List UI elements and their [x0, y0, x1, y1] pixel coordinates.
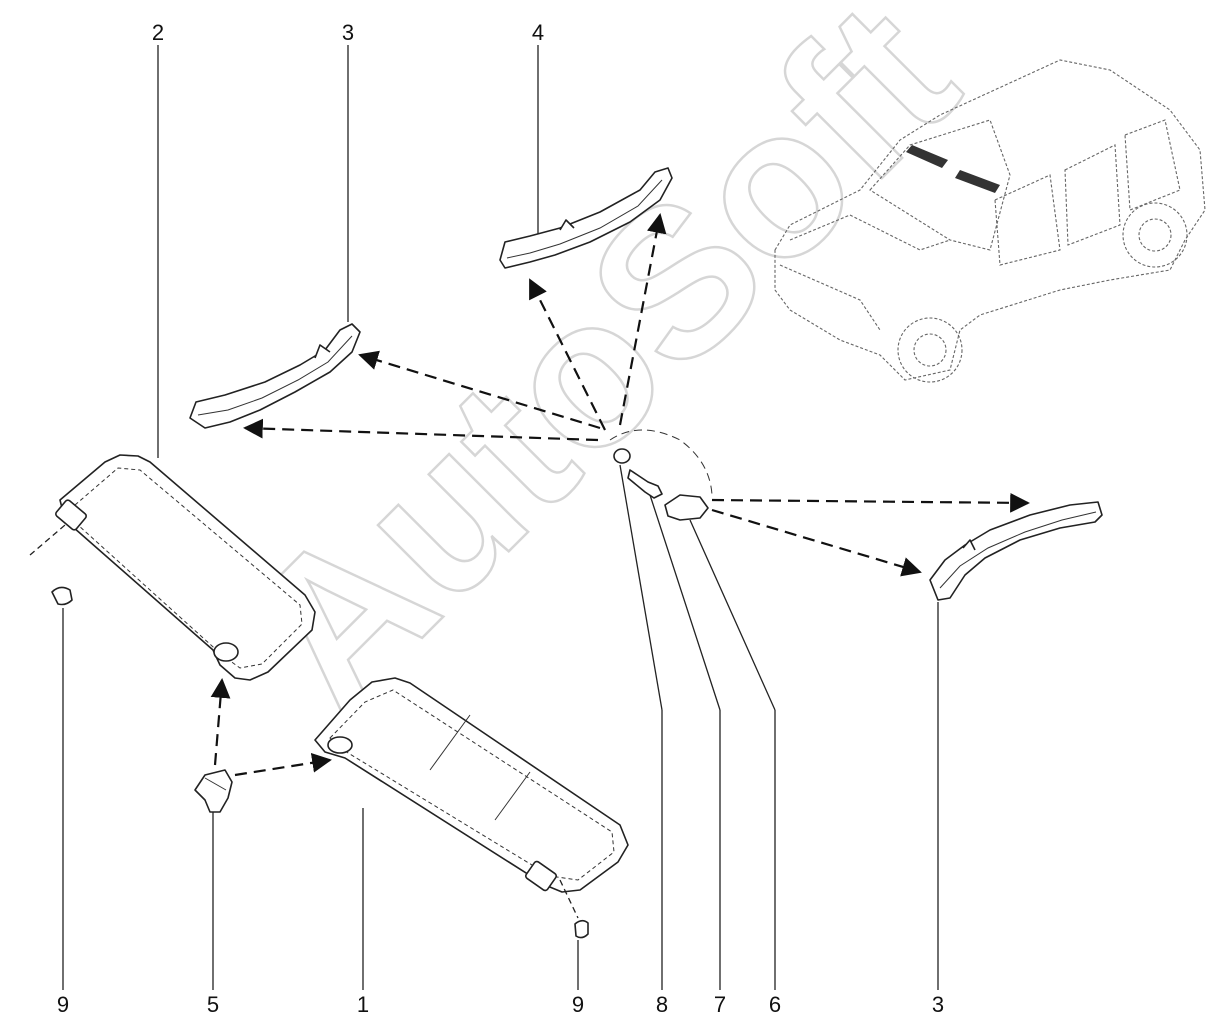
grab-handle-3-left	[189, 323, 361, 429]
screw-7	[627, 469, 663, 499]
grab-handle-3-right	[929, 501, 1103, 601]
screw-9-right	[574, 919, 589, 939]
callout-3-top: 3	[342, 20, 354, 45]
callout-2: 2	[152, 20, 164, 45]
grab-handle-4	[499, 167, 673, 269]
callout-3-bottom: 3	[932, 992, 944, 1017]
callout-6: 6	[769, 992, 781, 1017]
sun-visor-2	[55, 454, 316, 681]
screw-9-left	[51, 586, 73, 606]
sun-visor-1	[314, 677, 629, 893]
vehicle-outline	[774, 59, 1206, 383]
callout-5: 5	[207, 992, 219, 1017]
detail-circle	[609, 429, 713, 496]
callout-9-left: 9	[57, 992, 69, 1017]
callout-labels: 2 3 4 9 5 1 9 8 7 6 3	[57, 20, 944, 1017]
visor-clip-5	[194, 769, 233, 813]
leader-lines	[62, 45, 939, 990]
assembly-arrows	[29, 213, 1030, 919]
callout-1: 1	[357, 992, 369, 1017]
plug-8	[613, 448, 631, 464]
callout-7: 7	[714, 992, 726, 1017]
callout-4: 4	[532, 20, 544, 45]
callout-8: 8	[656, 992, 668, 1017]
callout-9-right: 9	[572, 992, 584, 1017]
cap-6	[664, 494, 709, 521]
